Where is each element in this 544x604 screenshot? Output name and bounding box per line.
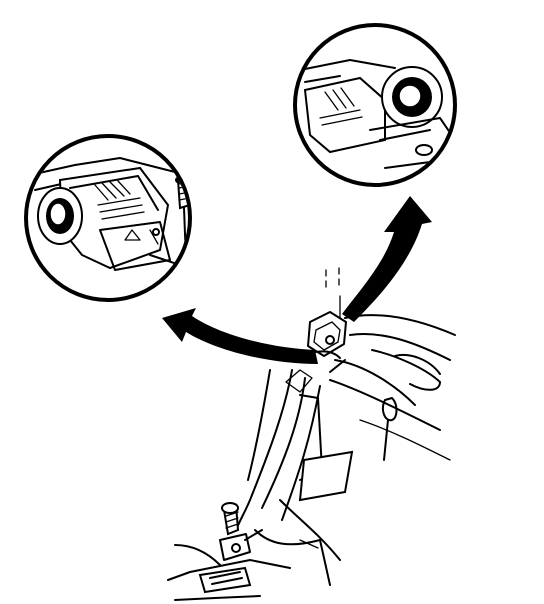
upper-anchor-bracket [307, 311, 347, 357]
arrow-to-right-callout [342, 196, 432, 322]
guide-lines [325, 267, 341, 319]
pillar-trim [247, 369, 354, 586]
lower-anchor-bolt [219, 502, 263, 561]
retractor-mount-detail [24, 134, 192, 302]
belt-clip [382, 397, 398, 461]
retractor-assembly-detail [293, 23, 457, 187]
wheelhouse-panel [299, 314, 456, 461]
floor-pan [167, 544, 291, 601]
vehicle-interior-illustration [167, 267, 456, 601]
belt-webbing [235, 369, 321, 531]
arrow-to-left-callout [162, 308, 318, 364]
